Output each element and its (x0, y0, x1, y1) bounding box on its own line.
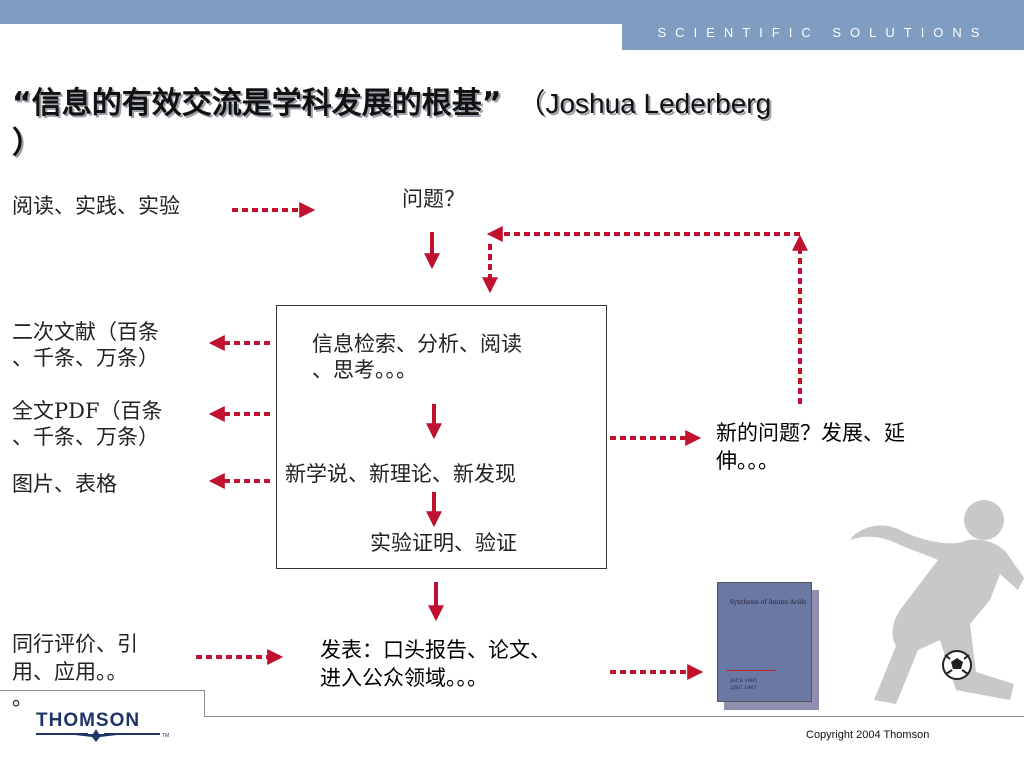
title-close: ） (12, 126, 42, 161)
verification-text: 实验证明、验证 (370, 531, 517, 555)
secondary-literature-line2: 、千条、万条） (12, 346, 159, 370)
peer-review-line3: 。 (12, 686, 33, 710)
copyright-text: Copyright 2004 Thomson (806, 729, 930, 741)
footer-divider (0, 690, 204, 691)
slide-title: “信息的有效交流是学科发展的根基” （Joshua Lederberg ） (12, 84, 1012, 164)
new-question-line1: 新的问题？发展、延 (716, 421, 905, 445)
publish-line1: 发表：口头报告、论文、 (320, 638, 551, 662)
footer-divider-right (204, 716, 1024, 717)
thomson-logo: THOMSON (36, 710, 141, 731)
solutions-tab (622, 24, 1024, 50)
book-title: Synthesis of Amino Acids (729, 599, 807, 606)
top-banner (0, 0, 1024, 24)
soccer-ball-icon (942, 650, 972, 680)
question-text: 问题？ (402, 187, 465, 211)
figures-tables-text: 图片、表格 (12, 472, 117, 496)
title-quote: “信息的有效交流是学科发展的根基” (12, 86, 502, 121)
publish-line2: 进入公众领域。。。 (320, 666, 488, 690)
reading-practice-text: 阅读、实践、实验 (12, 194, 180, 218)
scientific-solutions-label: SCIENTIFIC SOLUTIONS (657, 25, 989, 40)
thomson-star-icon: TM (36, 729, 169, 742)
journal-book-image (717, 582, 812, 702)
title-author: （Joshua Lederberg (531, 88, 772, 119)
retrieval-line1: 信息检索、分析、阅读 (312, 332, 522, 356)
peer-review-line1: 同行评价、引 (12, 632, 138, 656)
svg-text:TM: TM (162, 733, 169, 739)
fulltext-pdf-line1: 全文PDF（百条 (12, 399, 163, 423)
new-theory-text: 新学说、新理论、新发现 (285, 462, 516, 486)
retrieval-line2: 、思考。。。 (312, 358, 417, 382)
book-footnote: JACS 1995 2JSC 1987 (730, 678, 758, 691)
fulltext-pdf-line2: 、千条、万条） (12, 425, 159, 449)
book-rule (726, 670, 776, 671)
peer-review-line2: 用、应用。。 (12, 660, 128, 684)
footer-divider-step (204, 690, 205, 716)
new-question-line2: 伸。。。 (716, 449, 779, 473)
soccer-player-silhouette (850, 500, 1024, 704)
secondary-literature-line1: 二次文献（百条 (12, 320, 159, 344)
